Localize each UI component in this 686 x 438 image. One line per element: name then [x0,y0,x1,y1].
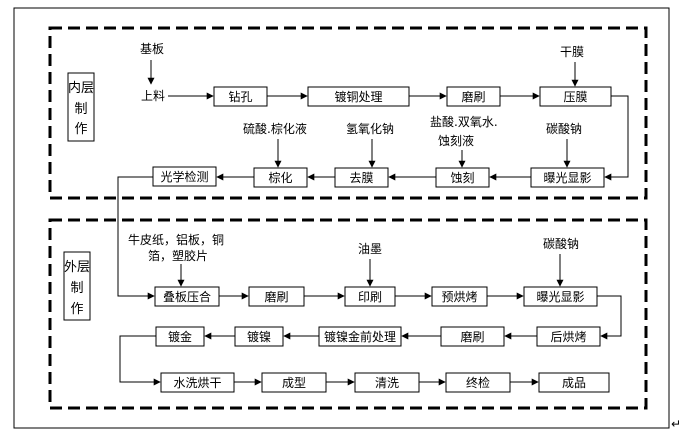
svg-text:叠板压合: 叠板压合 [163,289,211,304]
svg-text:棕化: 棕化 [268,170,292,185]
step-forming: 成型 [261,372,327,393]
svg-text:曝光显影: 曝光显影 [543,171,591,185]
step-brush-inner: 磨刷 [446,86,501,107]
step-copper-plating: 镀铜处理 [307,86,410,107]
outer-flow-edges [119,254,622,386]
input-ink: 油墨 [358,242,382,256]
svg-text:预烘烤: 预烘烤 [441,289,477,304]
step-etch: 蚀刻 [435,167,490,188]
step-cleaning: 清洗 [354,372,420,393]
input-brown-chem: 硫酸.棕化液 [243,121,307,136]
step-postbake: 后烘烤 [536,326,601,347]
step-drill: 钻孔 [213,86,268,107]
svg-text:作: 作 [74,122,87,137]
input-laminate-materials: 牛皮纸，铝板，铜 [128,232,224,247]
svg-text:作: 作 [70,302,83,317]
svg-text:后烘烤: 后烘烤 [550,329,586,344]
svg-text:镀镍: 镀镍 [247,330,271,344]
svg-text:磨刷: 磨刷 [461,90,485,104]
input-dry-film: 干膜 [560,45,584,59]
input-substrate: 基板 [140,42,164,56]
svg-text:清洗: 清洗 [375,376,399,390]
svg-text:成品: 成品 [562,376,586,390]
step-film-press: 压膜 [539,86,612,107]
step-pre-nickel-gold: 镀镍金前处理 [318,326,402,347]
svg-text:印刷: 印刷 [358,290,382,304]
svg-text:镀金: 镀金 [168,329,192,344]
inner-section-label: 内层 制 作 [67,72,95,142]
svg-text:制: 制 [74,102,87,117]
outer-frame [13,7,670,429]
svg-text:压膜: 压膜 [563,90,587,104]
step-nickel-plating: 镀镍 [234,326,284,347]
svg-text:磨刷: 磨刷 [460,330,484,344]
svg-text:水洗烘干: 水洗烘干 [173,376,221,390]
input-etchant-2: 蚀刻液 [438,133,474,148]
step-prebake: 预烘烤 [431,286,488,307]
svg-text:外层: 外层 [64,260,90,275]
inner-flow-edges [117,60,629,300]
step-load: 上料 [141,89,165,103]
step-optical-inspection: 光学检测 [152,166,217,187]
step-brush-outer: 磨刷 [248,286,305,307]
svg-text:镀铜处理: 镀铜处理 [334,89,382,104]
input-sodium-carbonate-outer: 碳酸钠 [543,236,579,251]
step-final-inspection: 终检 [445,372,511,393]
svg-text:光学检测: 光学检测 [160,169,208,184]
step-expose-develop-inner: 曝光显影 [530,167,605,188]
svg-text:蚀刻: 蚀刻 [450,171,474,185]
step-expose-develop-outer: 曝光显影 [523,286,598,307]
outer-section-label: 外层 制 作 [63,251,91,321]
step-wash-dry: 水洗烘干 [160,372,235,393]
svg-text:制: 制 [70,281,83,296]
step-print: 印刷 [344,286,396,307]
input-etchant: 盐酸.双氧水. [430,114,498,129]
return-mark: ↵ [671,417,681,431]
step-brown-oxide: 棕化 [253,167,308,188]
input-sodium-carbonate: 碳酸钠 [546,121,582,136]
inner-section-frame [48,26,648,200]
svg-text:终检: 终检 [466,375,490,390]
svg-text:曝光显影: 曝光显影 [536,290,584,304]
svg-text:镀镍金前处理: 镀镍金前处理 [324,329,396,344]
input-laminate-materials-2: 箔，塑胶片 [148,248,208,263]
step-finished-product: 成品 [538,372,610,393]
input-sodium-hydroxide: 氢氧化钠 [346,121,394,136]
svg-text:磨刷: 磨刷 [264,290,288,304]
svg-text:成型: 成型 [282,376,306,390]
step-strip: 去膜 [334,167,389,188]
step-brush-outer-2: 磨刷 [440,326,505,347]
step-lamination: 叠板压合 [154,286,220,307]
outer-section-frame [48,218,648,410]
svg-text:去膜: 去膜 [349,171,373,185]
step-gold-plating: 镀金 [155,326,205,347]
svg-text:钻孔: 钻孔 [228,89,252,104]
svg-text:内层: 内层 [68,80,94,96]
